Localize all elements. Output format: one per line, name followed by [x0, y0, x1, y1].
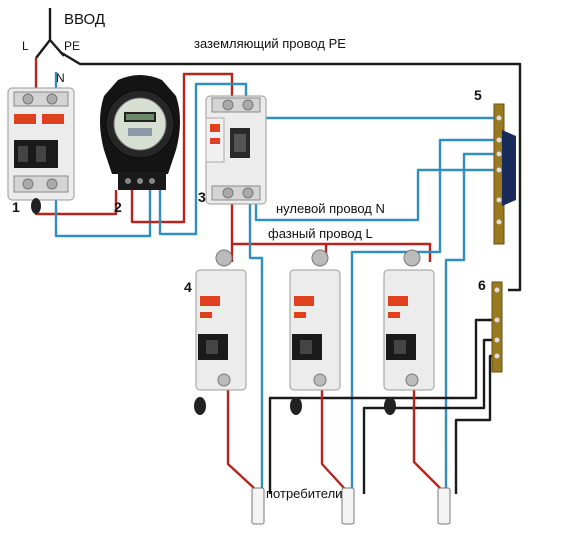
phase-wire-2-3: [130, 72, 234, 224]
device-number-2: 2: [114, 199, 122, 215]
device-number-6: 6: [478, 277, 486, 293]
electricity-meter: [100, 75, 180, 190]
device-number-3: 3: [198, 189, 206, 205]
consumers-label: потребители: [266, 486, 342, 501]
ground-bus-bar: [491, 281, 503, 373]
ground-to-consumer-2: [362, 338, 494, 494]
breaker-a: [194, 249, 247, 415]
neutral-to-consumer-2: [350, 138, 498, 494]
input-cable: [35, 8, 65, 59]
input-label: ВВОД: [64, 11, 105, 28]
ground-to-consumer-1: [268, 318, 494, 494]
neutral-to-bus5: [254, 168, 498, 222]
neutral-short-label: N: [56, 71, 65, 85]
neutral-to-consumer-3: [444, 152, 498, 494]
breaker-group: [194, 249, 435, 415]
device-number-5: 5: [474, 87, 482, 103]
neutral-to-consumer-1: [248, 116, 498, 494]
ground-to-consumer-3: [454, 354, 494, 494]
ground-wire-pe: [59, 50, 522, 292]
phase-to-consumer-2: [320, 388, 345, 489]
breaker-b: [289, 249, 341, 415]
input-breaker: [7, 87, 75, 214]
wires: [34, 8, 522, 494]
phase-to-consumer-3: [412, 388, 441, 489]
pe-short-label: PE: [64, 39, 80, 53]
neutral-bus-bar: [493, 103, 516, 245]
neutral-wire-label: нулевой провод N: [276, 201, 385, 216]
phase-to-consumer-1: [226, 388, 255, 489]
neutral-wire-2-3: [158, 82, 248, 236]
ground-wire-label: заземляющий провод PE: [194, 36, 346, 51]
device-number-4: 4: [184, 279, 192, 295]
phase-wire-label: фазный провод L: [268, 226, 373, 241]
consumer-plug-3: [437, 487, 451, 525]
breaker-c: [383, 249, 435, 415]
device-number-1: 1: [12, 199, 20, 215]
phase-short-label: L: [22, 39, 29, 53]
rcd-device: [205, 95, 267, 205]
neutral-wire-1-2: [54, 190, 152, 238]
consumer-plug-1: [251, 487, 265, 525]
consumer-plugs: [251, 487, 451, 525]
consumer-plug-2: [341, 487, 355, 525]
